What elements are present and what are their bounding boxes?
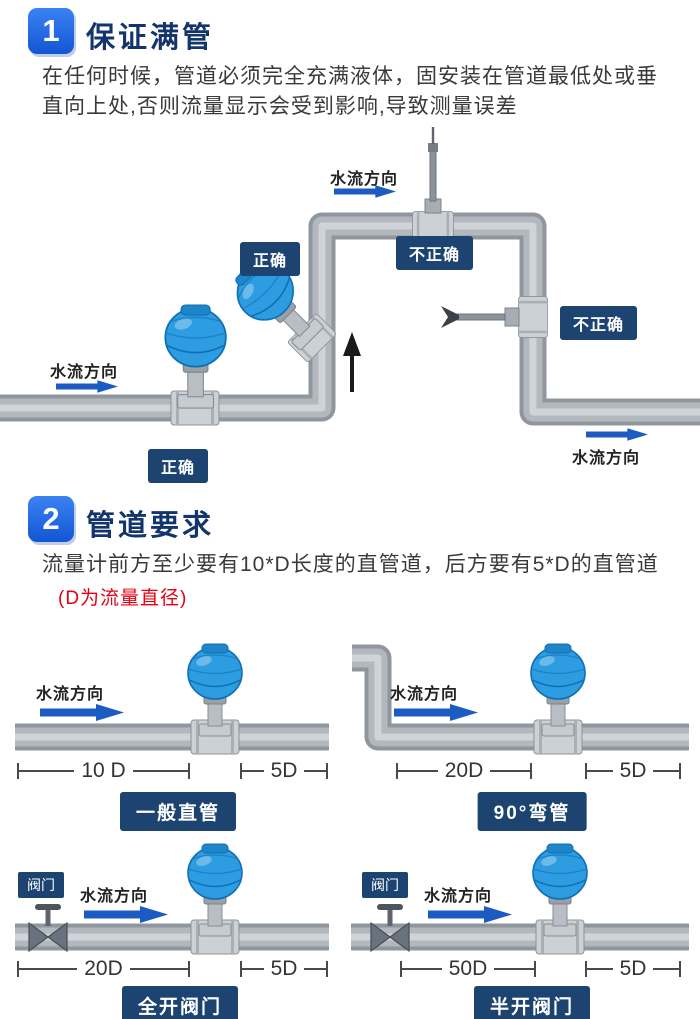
diagram-90-elbow-drawing [352,643,689,755]
probe-sensor-top [424,127,442,214]
dimension-back: 5D [585,956,682,982]
diagram-half-open-valve-drawing [351,843,689,955]
dimension-back: 5D [240,956,329,982]
section2-note: (D为流量直径) [58,588,188,609]
diagram-half-open-valve: 阀门 水流方向 50D 5D 半开阀门 [348,838,692,1019]
flow-direction-label: 水流方向 [36,686,105,703]
dim-tick [585,961,587,977]
valve-label: 阀门 [362,872,408,898]
flow-arrow-icon [394,704,478,721]
dim-tick [679,763,682,779]
dim-tick [396,763,398,779]
valve-label: 阀门 [18,872,64,898]
diagram-open-valve: 阀门 水流方向 20D 5D 全开阀门 [12,838,332,1019]
flow-direction-label: 水流方向 [50,364,119,381]
dim-line [19,968,78,970]
probe-sensor-right [441,306,520,328]
correct-badge: 正确 [148,449,209,483]
dimension-front: 20D [17,956,190,982]
dim-tick [326,961,329,977]
full-pipe-diagram [0,127,700,426]
dim-line [653,968,680,970]
dim-tick [17,961,19,977]
dim-tick [240,961,242,977]
dim-line [398,770,438,772]
dim-tick [534,961,536,977]
diagram-name-badge: 90°弯管 [477,792,587,831]
dim-line [304,968,327,970]
flow-arrow-icon [428,906,512,923]
diagram-90-elbow: 水流方向 20D 5D 90°弯管 [348,618,692,831]
flow-direction-label: 水流方向 [424,888,493,905]
dim-tick [530,763,532,779]
dim-tick [400,961,402,977]
diagram-straight-pipe: 水流方向 10 D 5D 一般直管 [12,618,332,831]
dim-line [242,770,264,772]
up-arrow-icon [343,332,361,392]
dim-line [494,968,534,970]
dim-line [587,968,613,970]
incorrect-badge: 不正确 [396,236,474,270]
dim-line [490,770,530,772]
diagram-name-badge: 全开阀门 [121,986,239,1019]
section1-number-badge: 1 [28,8,74,54]
dim-line [132,770,189,772]
dimension-label: 10 D [81,759,126,782]
dimension-label: 5D [619,957,647,980]
dimension-back: 5D [240,758,329,784]
incorrect-badge: 不正确 [560,306,638,340]
dim-tick [679,961,682,977]
flow-arrow-icon [334,185,396,198]
flow-arrow-icon [40,704,124,721]
dimension-front: 10 D [17,758,191,784]
dimension-label: 50D [448,957,488,980]
dim-line [129,968,188,970]
flow-direction-label: 水流方向 [330,171,399,188]
flow-arrow-icon [586,428,648,441]
section1-title: 保证满管 [86,22,215,54]
dimension-label: 5D [270,759,298,782]
diagram-name-badge: 一般直管 [119,792,237,831]
dim-tick [585,763,587,779]
dimension-back: 5D [585,758,682,784]
section1-body: 在任何时候，管道必须完全充满液体，固安装在管道最低处或垂 直向上处,否则流量显示… [42,65,658,119]
dim-line [304,770,327,772]
dim-line [19,770,75,772]
dim-tick [326,763,329,779]
flow-direction-label: 水流方向 [390,686,459,703]
dimension-label: 5D [270,957,298,980]
section2-number-badge: 2 [28,496,74,542]
section2-body: 流量计前方至少要有10*D长度的直管道，后方要有5*D的直管道 [42,553,659,576]
correct-badge: 正确 [240,242,301,276]
dimension-label: 20D [444,759,484,782]
diagram-name-badge: 半开阀门 [473,986,591,1019]
flow-arrow-icon [84,906,168,923]
dimension-label: 20D [84,957,123,980]
dim-tick [188,763,191,779]
dim-tick [17,763,19,779]
diagram-straight-pipe-drawing [15,643,329,755]
flow-direction-label: 水流方向 [572,450,641,467]
section2-title: 管道要求 [86,510,215,542]
dim-tick [240,763,242,779]
dim-line [402,968,442,970]
dim-line [242,968,264,970]
diagram-open-valve-drawing [15,843,329,955]
pipe-fitting [518,296,548,338]
dim-line [587,770,613,772]
dimension-front: 20D [396,758,532,784]
dim-line [653,770,680,772]
dimension-label: 5D [619,759,647,782]
flow-arrow-icon [56,380,118,393]
dim-tick [188,961,190,977]
dimension-front: 50D [400,956,536,982]
flow-direction-label: 水流方向 [80,888,149,905]
